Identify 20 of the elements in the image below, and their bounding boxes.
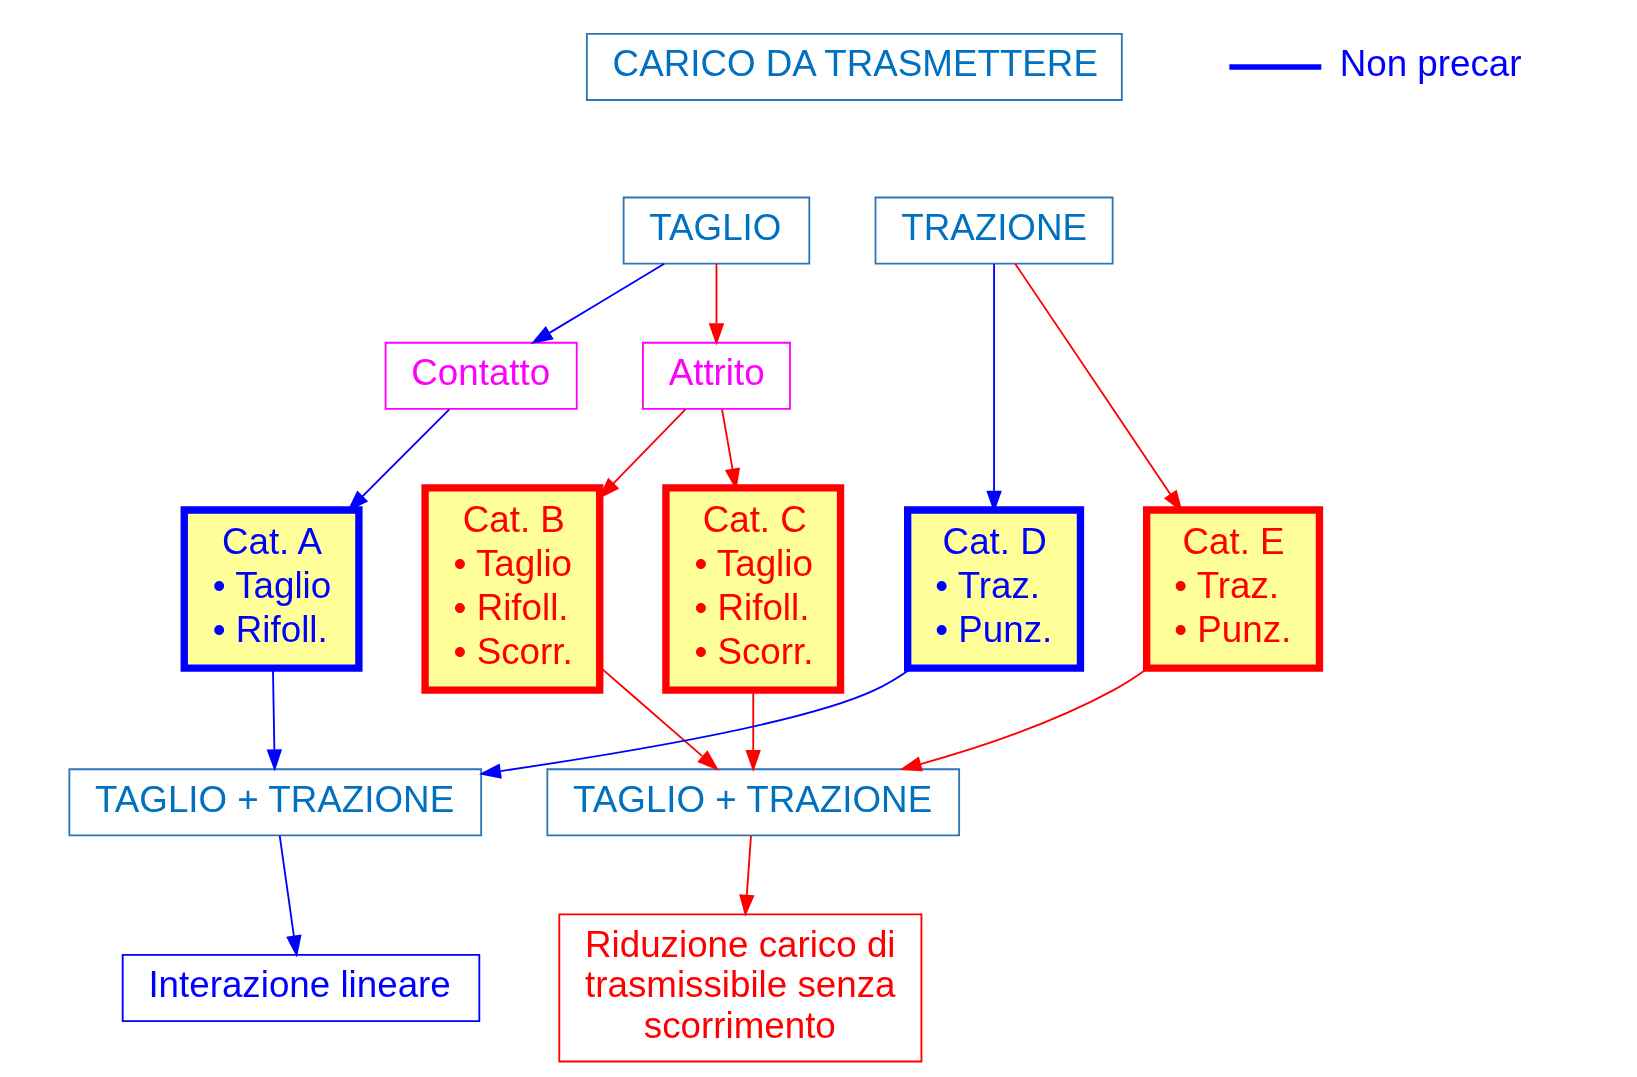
node-box: TAGLIO <box>622 196 811 265</box>
arrow <box>899 667 1149 772</box>
node-box: Cat. E • Traz. • Punz. <box>1142 506 1324 672</box>
legend-label: Non precar <box>1339 43 1522 85</box>
node-box: TAGLIO + TRAZIONE <box>546 768 961 837</box>
node-box: TAGLIO + TRAZIONE <box>68 768 483 837</box>
node-box: TRAZIONE <box>874 196 1114 265</box>
arrow <box>530 262 666 345</box>
arrow <box>739 834 755 917</box>
node-box: Cat. A • Taglio • Rifoll. <box>180 506 363 672</box>
node-box: CARICO DA TRASMETTERE <box>585 32 1123 101</box>
arrow <box>708 262 725 346</box>
node-box: Riduzione carico di trasmissibile senza scorrimento <box>558 913 923 1063</box>
node-box: Cat. D • Traz. • Punz. <box>904 506 1085 672</box>
node-box: Interazione lineare <box>121 954 481 1022</box>
node-box: Attrito <box>642 341 791 410</box>
node-box: Cat. B • Taglio • Rifoll. • Scorr. <box>421 484 604 694</box>
node-box: Contatto <box>384 341 578 410</box>
arrow <box>278 834 302 958</box>
node-box: Cat. C • Taglio • Rifoll. • Scorr. <box>662 484 845 694</box>
